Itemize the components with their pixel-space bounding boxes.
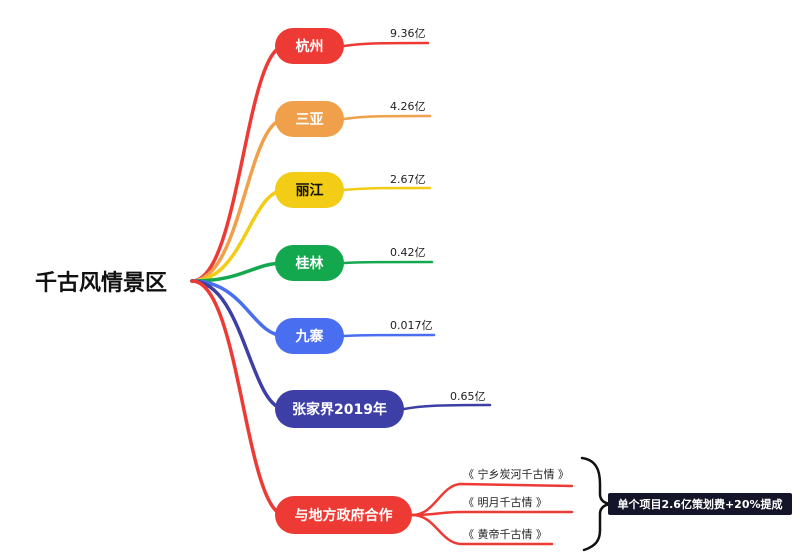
branch-pill-hangzhou[interactable] — [275, 28, 344, 64]
branch-pill-sanya[interactable] — [275, 101, 344, 137]
branch-lijiang[interactable]: 丽江 — [275, 172, 344, 208]
branch-pill-guilin[interactable] — [275, 245, 344, 281]
branch-jiuzhai[interactable]: 九寨 — [275, 318, 344, 354]
sub-connectors — [410, 482, 574, 546]
branch-label-local-gov: 与地方政府合作 — [295, 507, 393, 524]
value-sanya: 4.26亿 — [390, 100, 426, 113]
branch-pill-lijiang[interactable] — [275, 172, 344, 208]
branch-label-zhangjiajie: 张家界2019年 — [292, 401, 387, 418]
note-label: 单个项目2.6亿策划费+20%提成 — [617, 497, 782, 511]
group-brace — [580, 456, 611, 552]
connector-hangzhou — [190, 44, 287, 283]
branch-pill-local-gov[interactable] — [275, 496, 412, 534]
connector-local-gov — [190, 279, 287, 517]
branch-hangzhou[interactable]: 杭州 — [275, 28, 344, 64]
value-underline-guilin — [342, 260, 434, 265]
value-hangzhou: 9.36亿 — [390, 27, 426, 40]
branch-local-gov[interactable]: 与地方政府合作 — [275, 496, 412, 534]
sub-connector-huangdi — [410, 513, 554, 546]
value-zhangjiajie: 0.65亿 — [450, 390, 486, 403]
sub-item-tanhe: 《 宁乡炭河千古情 》 — [463, 467, 569, 481]
connector-lijiang — [190, 188, 287, 283]
note-box: 单个项目2.6亿策划费+20%提成 — [608, 493, 792, 515]
branch-sanya[interactable]: 三亚 — [275, 101, 344, 137]
branch-pill-zhangjiajie[interactable] — [275, 390, 404, 428]
value-underline-hangzhou — [342, 41, 430, 48]
branch-label-lijiang: 丽江 — [296, 182, 324, 199]
branch-label-hangzhou: 杭州 — [296, 38, 324, 55]
connector-sanya — [190, 117, 287, 283]
branch-label-guilin: 桂林 — [295, 255, 324, 272]
sub-connector-mingyue — [410, 510, 574, 517]
branch-guilin[interactable]: 桂林 — [275, 245, 344, 281]
value-jiuzhai: 0.017亿 — [390, 319, 433, 332]
sub-item-huangdi: 《 黄帝千古情 》 — [463, 527, 547, 541]
value-underline-jiuzhai — [342, 333, 436, 338]
branch-label-jiuzhai: 九寨 — [295, 328, 325, 345]
branch-pill-jiuzhai[interactable] — [275, 318, 344, 354]
root-topic: 千古风情景区 — [35, 270, 167, 296]
connector-zhangjiajie — [190, 279, 287, 411]
sub-item-mingyue: 《 明月千古情 》 — [463, 496, 547, 509]
value-underline-zhangjiajie — [402, 403, 492, 411]
value-underlines — [342, 41, 492, 411]
branch-label-sanya: 三亚 — [296, 112, 324, 128]
value-guilin: 0.42亿 — [390, 246, 426, 259]
note-background — [608, 493, 792, 515]
value-underline-lijiang — [342, 186, 432, 192]
branch-zhangjiajie[interactable]: 张家界2019年 — [275, 390, 404, 428]
value-lijiang: 2.67亿 — [390, 173, 426, 186]
connector-jiuzhai — [190, 279, 287, 338]
root-connectors — [190, 44, 287, 517]
value-underline-sanya — [342, 114, 432, 121]
